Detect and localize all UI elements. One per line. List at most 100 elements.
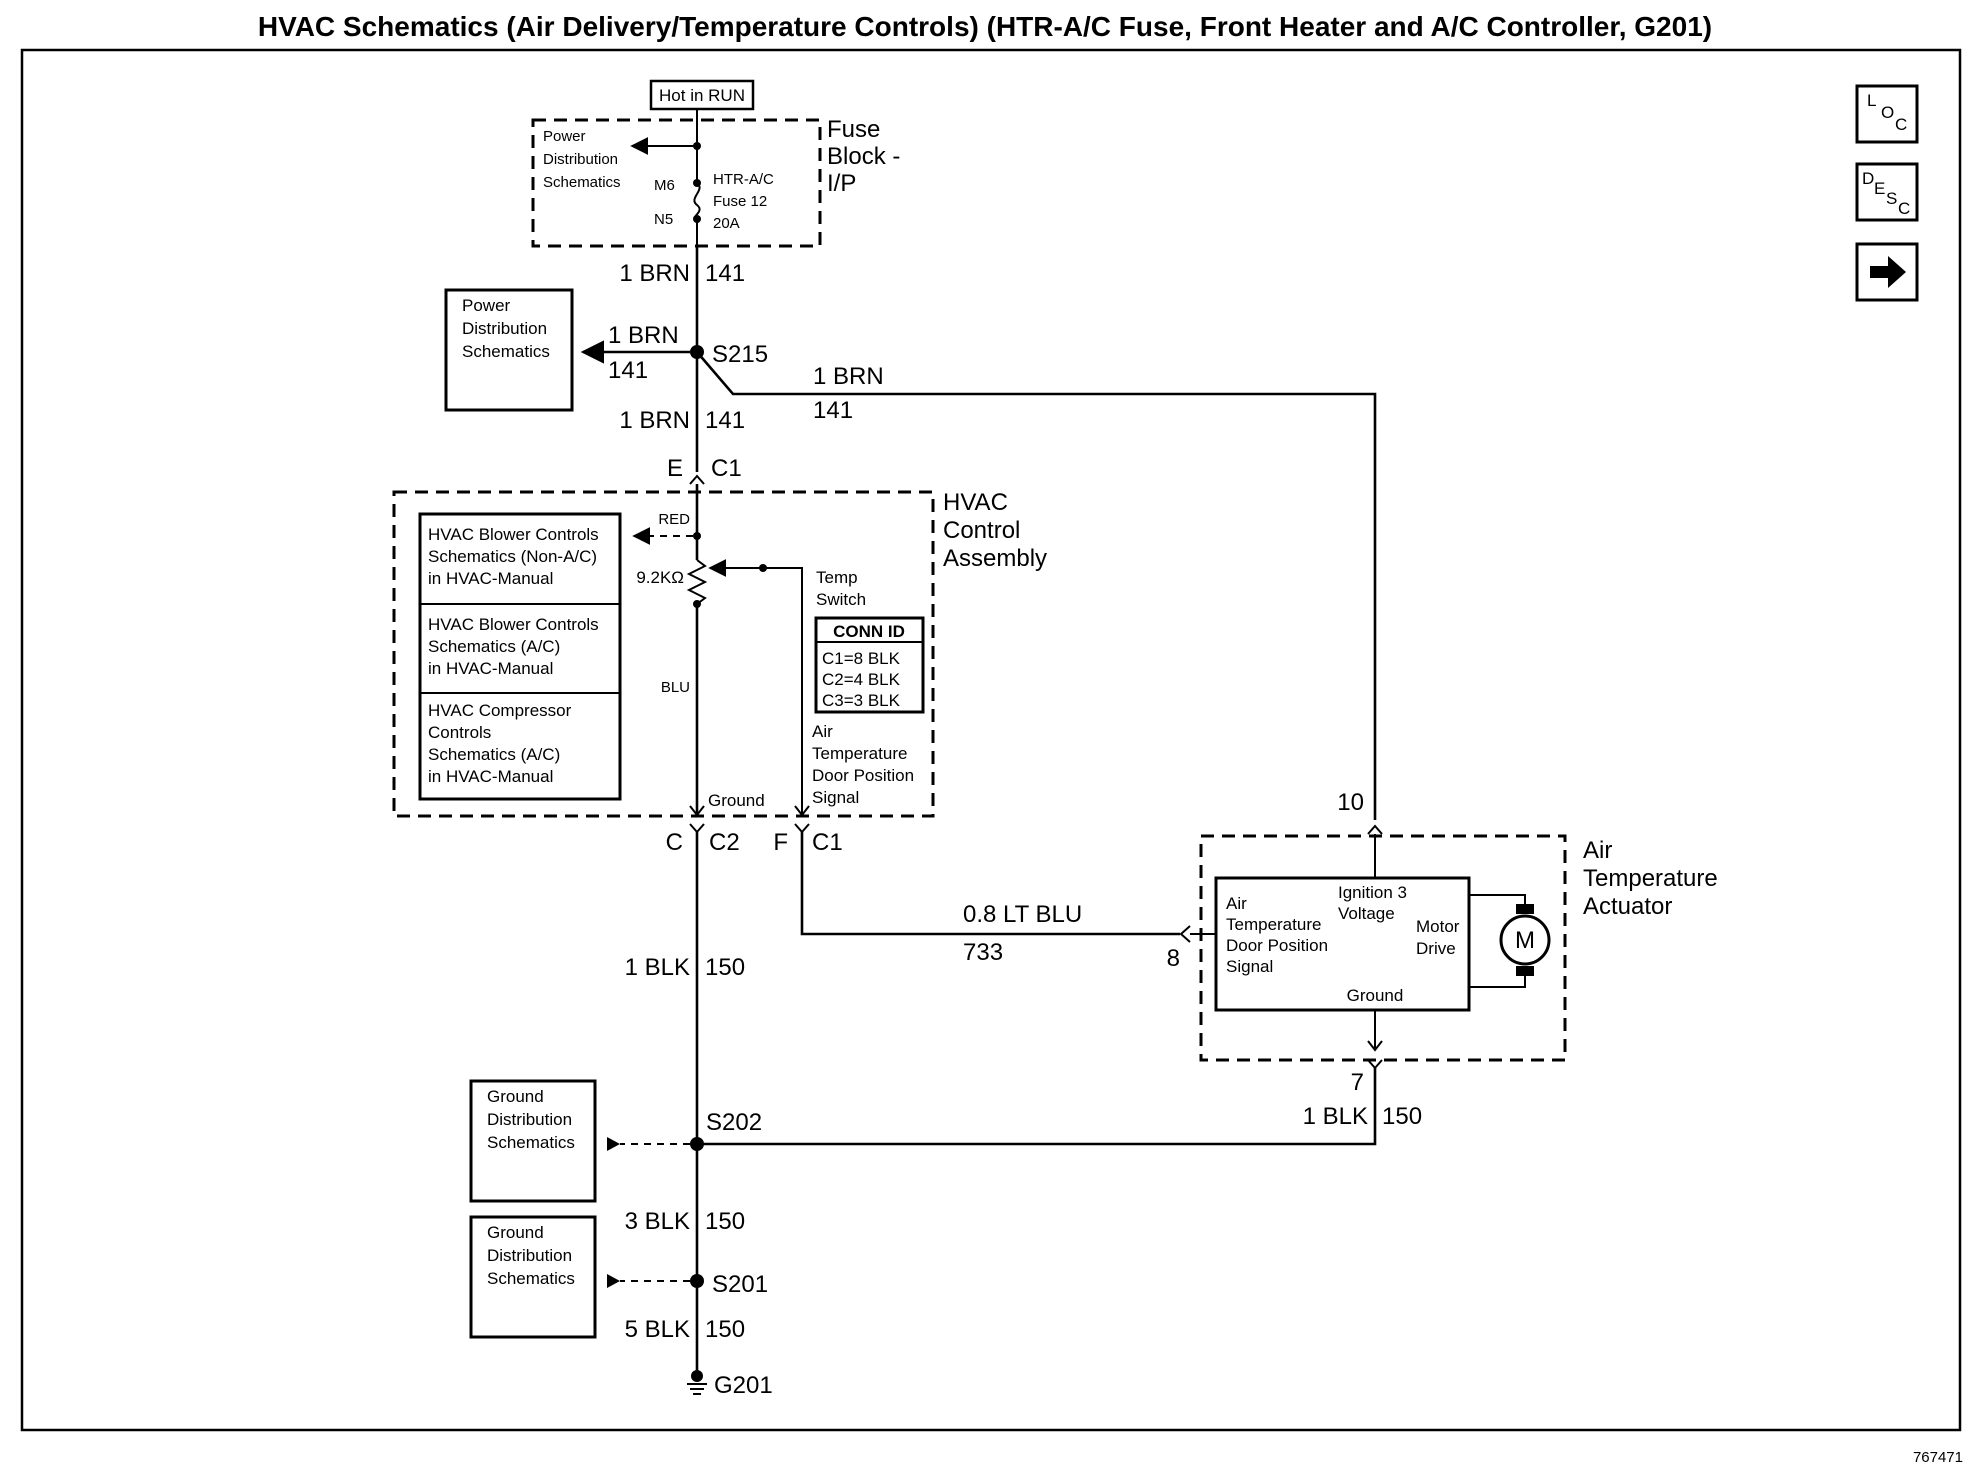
hvac-ref-1-line-2: Schematics (Non-A/C) [428, 547, 597, 566]
ground-dist-2-line-3: Schematics [487, 1269, 575, 1288]
actuator-label-2: Temperature [1583, 865, 1718, 892]
ground-dist-1-line-2: Distribution [487, 1110, 572, 1129]
actuator-ground-arrowhead [1367, 1040, 1383, 1052]
actuator-label-3: Actuator [1583, 893, 1672, 920]
fuse-power-dist-ref-3: Schematics [543, 174, 621, 191]
hvac-signal-arrowhead [794, 805, 810, 817]
figure-number: 767471 [1913, 1449, 1963, 1466]
hvac-signal-label-4: Signal [812, 788, 859, 807]
hvac-ref-1-line-1: HVAC Blower Controls [428, 525, 599, 544]
actuator-pin-7: 7 [1351, 1069, 1364, 1096]
hvac-ref-3-line-2: Controls [428, 723, 491, 742]
ground-symbol-g201 [687, 1370, 707, 1395]
hvac-conn-c2: C2 [709, 829, 740, 856]
ground-dist-1-line-3: Schematics [487, 1133, 575, 1152]
desc-letter-e: E [1874, 179, 1885, 198]
wire-ground-main-size-color: 1 BLK [625, 954, 690, 981]
temp-switch-label-2: Switch [816, 590, 866, 609]
hvac-ref-2-line-1: HVAC Blower Controls [428, 615, 599, 634]
diagram-frame [20, 48, 1962, 1432]
conn-id-c3: C3=3 BLK [822, 691, 901, 710]
wire-signal-circuit: 733 [963, 939, 1003, 966]
loc-letter-l: L [1867, 91, 1876, 110]
actuator-motor-drive-1: Motor [1416, 917, 1460, 936]
actuator-pin-8: 8 [1167, 945, 1180, 972]
actuator-signal-2: Temperature [1226, 915, 1321, 934]
hvac-red-label: RED [658, 511, 690, 528]
fuse-pin-n5: N5 [654, 211, 673, 228]
actuator-motor-drive-2: Drive [1416, 939, 1456, 958]
conn-id-c2: C2=4 BLK [822, 670, 901, 689]
hvac-conn-c1-bottom: C1 [812, 829, 843, 856]
conn-id-box [814, 616, 925, 714]
connector-f-c1-symbol [794, 823, 810, 834]
hvac-ref-3-line-1: HVAC Compressor [428, 701, 572, 720]
hot-in-run-label: Hot in RUN [659, 86, 745, 105]
loc-button[interactable]: L O C [1855, 84, 1919, 144]
motor-symbol: M [1469, 894, 1551, 988]
hvac-blu-junction [693, 600, 701, 608]
wire-s215-left-size-color: 1 BRN [608, 322, 679, 349]
conn-id-c1: C1=8 BLK [822, 649, 901, 668]
actuator-module-box [1214, 876, 1471, 1012]
hvac-pin-c: C [666, 829, 683, 856]
next-button[interactable] [1855, 242, 1919, 302]
fuse-name-3: 20A [713, 215, 740, 232]
ground-dist-2-line-1: Ground [487, 1223, 544, 1242]
hvac-reference-stack [418, 512, 622, 801]
hvac-ref-3-line-3: Schematics (A/C) [428, 745, 560, 764]
actuator-ignition-1: Ignition 3 [1338, 883, 1407, 902]
wire-to-hvac-size-color: 1 BRN [619, 407, 690, 434]
hvac-ref-2-line-2: Schematics (A/C) [428, 637, 560, 656]
power-dist-box-line-2: Distribution [462, 319, 547, 338]
hvac-resistance-label: 9.2KΩ [636, 568, 684, 587]
hvac-ref-1-line-3: in HVAC-Manual [428, 569, 553, 588]
fuse-name-1: HTR-A/C [713, 171, 774, 188]
wire-actuator-ground-circuit: 150 [1382, 1103, 1422, 1130]
hvac-control-label-2: Control [943, 517, 1020, 544]
fuse-power-dist-ref-1: Power [543, 128, 586, 145]
wire-to-hvac-circuit: 141 [705, 407, 745, 434]
wire-fuse-out-size-color: 1 BRN [619, 260, 690, 287]
fuse-block-label-3: I/P [827, 170, 856, 197]
hvac-ref-2-line-3: in HVAC-Manual [428, 659, 553, 678]
splice-s202 [690, 1137, 704, 1151]
desc-letter-d: D [1862, 169, 1874, 188]
loc-letter-c: C [1895, 115, 1907, 134]
hvac-red-junction [693, 532, 701, 540]
actuator-signal-1: Air [1226, 894, 1247, 913]
wire-s201-g201-size-color: 5 BLK [625, 1316, 690, 1343]
page-title: HVAC Schematics (Air Delivery/Temperatur… [258, 11, 1712, 42]
actuator-signal-4: Signal [1226, 957, 1273, 976]
ground-g201-label: G201 [714, 1372, 773, 1399]
wire-signal-size-color: 0.8 LT BLU [963, 901, 1082, 928]
wire-actuator-ground-size-color: 1 BLK [1303, 1103, 1368, 1130]
loc-letter-o: O [1881, 103, 1894, 122]
wire-s215-right-size-color: 1 BRN [813, 363, 884, 390]
actuator-pin-10: 10 [1337, 789, 1364, 816]
wire-s202-s201-circuit: 150 [705, 1208, 745, 1235]
actuator-signal-3: Door Position [1226, 936, 1328, 955]
connector-c-c2-symbol [689, 823, 705, 834]
potentiometer-9-2k [686, 559, 708, 605]
ground-distribution-box-2 [469, 1215, 597, 1339]
motor-label: M [1515, 927, 1535, 954]
hvac-ground-label: Ground [708, 791, 765, 810]
hvac-ground-arrowhead [689, 805, 705, 817]
hvac-ref-3-line-4: in HVAC-Manual [428, 767, 553, 786]
fuse-12 [693, 109, 701, 246]
hvac-pin-f: F [773, 829, 788, 856]
ground-distribution-box-1 [469, 1079, 597, 1203]
wire-s215-right-circuit: 141 [813, 397, 853, 424]
temp-switch-signal-line [763, 567, 803, 816]
wire-fuse-out-circuit: 141 [705, 260, 745, 287]
power-dist-box-line-1: Power [462, 296, 511, 315]
fuse-block-label-2: Block - [827, 143, 900, 170]
desc-button[interactable]: D E S C [1855, 162, 1919, 222]
hot-in-run-box [649, 79, 755, 111]
hvac-blu-label: BLU [661, 679, 690, 696]
fuse-power-dist-ref-2: Distribution [543, 151, 618, 168]
temp-switch-label-1: Temp [816, 568, 858, 587]
arrow-right-icon [1870, 256, 1906, 288]
